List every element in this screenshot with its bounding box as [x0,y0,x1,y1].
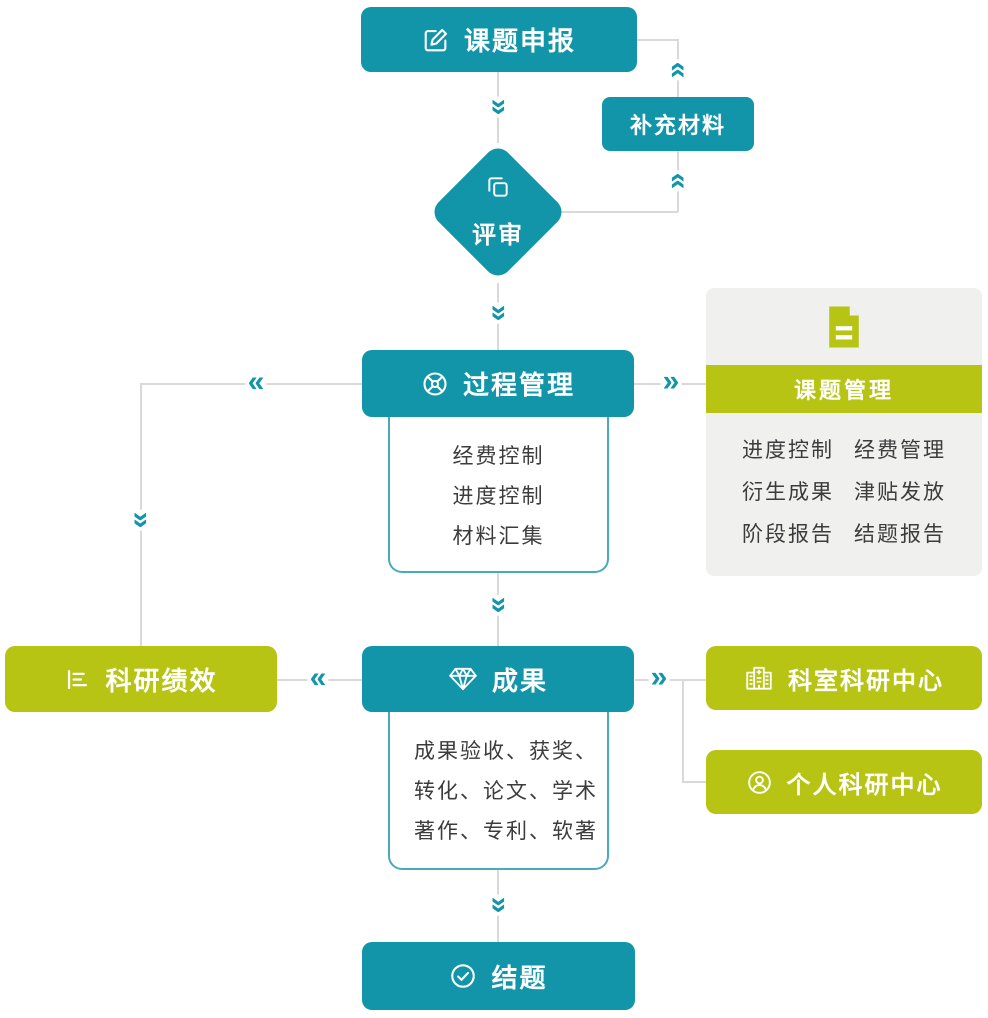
node-label: 补充材料 [629,113,726,138]
control-wheel-icon [421,370,449,398]
arrow-left-icon: » [307,661,329,698]
process-item: 材料汇集 [452,525,545,548]
node-research-performance: 科研绩效 [5,646,277,712]
topic-management-title: 课题管理 [706,365,982,413]
node-project-application: 课题申报 [361,7,637,72]
results-detail-line: 转化、论文、学术 [414,780,598,803]
node-supplementary-materials: 补充材料 [602,97,754,151]
hospital-building-icon [744,665,774,691]
node-review-content: 评审 [472,174,524,250]
results-detail-line: 著作、专利、软著 [414,820,598,843]
results-detail-line: 成果验收、获奖、 [414,740,598,763]
topic-management-card: 课题管理 进度控制 经费管理 衍生成果 津贴发放 阶段报告 结题报告 [706,288,982,576]
arrow-down-icon: » [122,509,159,531]
node-label: 评审 [472,222,524,249]
arrow-down-icon: » [480,302,517,324]
connector-results-deptcenter [635,679,706,681]
node-label: 科研绩效 [105,665,218,696]
copy-icon [485,174,511,207]
topic-management-items: 进度控制 经费管理 衍生成果 津贴发放 阶段报告 结题报告 [706,434,982,548]
node-label: 成果 [491,665,548,696]
node-label: 科室科研中心 [788,667,944,695]
node-process-management: 过程管理 [362,350,634,417]
arrow-left-icon: » [245,365,267,402]
topic-item: 阶段报告 [742,523,834,546]
arrow-down-icon: » [480,594,517,616]
topic-item: 结题报告 [854,523,946,546]
check-circle-icon [449,962,477,990]
topic-item: 进度控制 [742,439,834,462]
node-label: 过程管理 [462,370,575,400]
results-detail-panel: 成果验收、获奖、 转化、论文、学术 著作、专利、软著 [388,712,609,870]
node-label: 课题申报 [463,26,576,56]
arrow-up-icon: » [660,59,696,81]
process-detail-panel: 经费控制 进度控制 材料汇集 [388,417,609,573]
arrow-right-icon: » [648,661,670,697]
process-item: 经费控制 [452,445,545,468]
arrow-right-icon: » [660,365,682,401]
bar-chart-icon [64,666,91,693]
connector-apply-elbow [636,39,678,41]
arrow-down-icon: » [480,96,517,118]
arrow-up-icon: » [660,170,696,192]
connector-branch-down [682,679,684,783]
node-label: 结题 [491,962,548,993]
node-project-closing: 结题 [362,942,635,1010]
document-icon [706,304,982,350]
topic-item: 津贴发放 [854,481,946,504]
topic-item: 经费管理 [854,439,946,462]
arrow-down-icon: » [480,894,517,916]
node-results: 成果 [362,646,634,712]
node-department-research-center: 科室科研中心 [706,646,982,710]
connector-review-elbow [560,211,678,213]
connector-branch-personal [682,781,706,783]
gem-icon [448,666,478,692]
process-item: 进度控制 [452,485,545,508]
user-circle-icon [746,769,773,796]
node-label: 个人科研中心 [786,771,943,799]
node-personal-research-center: 个人科研中心 [706,750,982,814]
edit-icon [422,26,450,54]
topic-item: 衍生成果 [742,481,834,504]
